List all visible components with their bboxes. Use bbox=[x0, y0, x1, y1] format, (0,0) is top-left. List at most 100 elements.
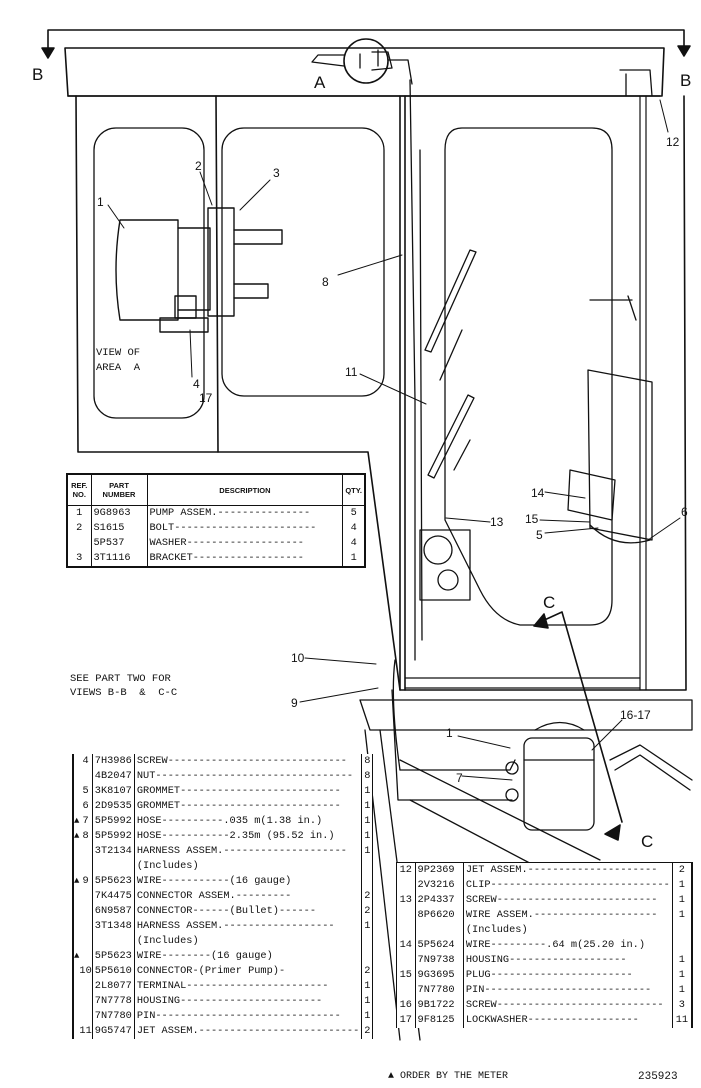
part-number-cell: 5P5992 bbox=[92, 829, 135, 844]
description-cell: HOSE----------.035 m(1.38 in.) bbox=[134, 814, 363, 829]
part-number-cell: 5P5623 bbox=[92, 949, 135, 964]
ref-no-cell bbox=[79, 949, 93, 964]
callout-17: 17 bbox=[199, 391, 213, 405]
part-number-cell: 3K8107 bbox=[92, 784, 135, 799]
part-number-cell: 9P2369 bbox=[415, 862, 464, 878]
callout-4: 4 bbox=[193, 377, 200, 391]
description-cell: HOUSING----------------------- bbox=[134, 994, 363, 1009]
ref-no-cell: 5 bbox=[79, 784, 93, 799]
description-cell: PUMP ASSEM.--------------- bbox=[147, 505, 344, 521]
callout-14: 14 bbox=[531, 486, 545, 500]
description-cell: WIRE---------.64 m(25.20 in.) bbox=[463, 938, 673, 953]
ref-no-cell bbox=[79, 919, 93, 934]
wiper-assembly bbox=[419, 249, 477, 601]
drawing-code: 235923 bbox=[638, 1071, 678, 1083]
description-cell: WIRE ASSEM.-------------------- bbox=[463, 908, 673, 923]
qty-cell bbox=[362, 874, 373, 889]
view-of-area-label: VIEW OF AREA A bbox=[96, 347, 141, 374]
description-cell: LOCKWASHER------------------ bbox=[463, 1013, 673, 1028]
part-number-cell: 3T2134 bbox=[92, 844, 135, 859]
callout-16-17: 16-17 bbox=[620, 708, 651, 722]
ref-no-cell: 2 bbox=[67, 521, 92, 536]
header-ref-no: REF. NO. bbox=[67, 474, 92, 506]
section-line-b bbox=[41, 29, 691, 59]
description-cell: SCREW--------------------------- bbox=[463, 998, 673, 1013]
hose-routing bbox=[391, 79, 516, 801]
part-number-cell: 2L8077 bbox=[92, 979, 135, 994]
part-number-cell: 7H3986 bbox=[92, 754, 135, 769]
qty-cell: 1 bbox=[678, 954, 685, 966]
qty-cell: 4 bbox=[350, 537, 357, 549]
description-cell: TERMINAL----------------------- bbox=[134, 979, 363, 994]
qty-cell: 3 bbox=[678, 999, 685, 1011]
description-cell: (Includes) bbox=[463, 923, 673, 938]
qty-cell: 2 bbox=[364, 890, 371, 902]
qty-cell: 5 bbox=[350, 507, 357, 519]
view-label-a: A bbox=[314, 73, 326, 92]
qty-cell: 1 bbox=[364, 920, 371, 932]
callout-11: 11 bbox=[345, 365, 358, 379]
ref-no-cell bbox=[396, 923, 416, 938]
part-number-cell: 5P5610 bbox=[92, 964, 135, 979]
part-number-cell: 9G5747 bbox=[92, 1024, 135, 1039]
ref-no-cell bbox=[79, 889, 93, 904]
callout-8: 8 bbox=[322, 275, 329, 289]
description-cell: (Includes) bbox=[134, 859, 363, 874]
part-number-cell: 6N9587 bbox=[92, 904, 135, 919]
qty-cell: 4 bbox=[350, 522, 357, 534]
table-row: 2L8077 TERMINAL-----------------------1 bbox=[73, 979, 373, 994]
part-number-cell: 5P5623 bbox=[92, 874, 135, 889]
meter-mark-cell: ▲ bbox=[74, 876, 80, 886]
qty-cell: 8 bbox=[364, 770, 371, 782]
ref-no-cell: 13 bbox=[396, 893, 416, 908]
ref-no-cell: 17 bbox=[396, 1013, 416, 1028]
table-row: 7N7780 PIN------------------------------… bbox=[73, 1009, 373, 1024]
ref-no-cell: 9 bbox=[79, 874, 93, 889]
description-cell: HOSE-----------2.35m (95.52 in.) bbox=[134, 829, 363, 844]
table-row: 6N9587 CONNECTOR------(Bullet)------2 bbox=[73, 904, 373, 919]
meter-mark-cell: ▲ bbox=[74, 816, 80, 826]
part-number-cell: 7N7778 bbox=[92, 994, 135, 1009]
ref-no-cell bbox=[79, 769, 93, 784]
qty-cell bbox=[362, 859, 373, 874]
description-cell: JET ASSEM.-------------------------- bbox=[134, 1024, 363, 1039]
ref-no-cell bbox=[79, 859, 93, 874]
cab-roof bbox=[64, 47, 665, 97]
callout-13: 13 bbox=[490, 515, 504, 529]
ref-no-cell bbox=[396, 878, 416, 893]
qty-cell: 1 bbox=[364, 815, 371, 827]
callout-5: 5 bbox=[536, 528, 543, 542]
part-number-cell bbox=[92, 934, 135, 949]
meter-mark-cell: ▲ bbox=[74, 831, 80, 841]
description-cell: HOUSING------------------- bbox=[463, 953, 673, 968]
part-number-cell: 9G3695 bbox=[415, 968, 464, 983]
description-cell: BOLT----------------------- bbox=[147, 521, 344, 536]
view-label-c-top: C bbox=[543, 593, 556, 612]
description-cell: WIRE-----------(16 gauge) bbox=[134, 874, 363, 889]
ref-no-cell bbox=[79, 904, 93, 919]
ref-no-cell: 14 bbox=[396, 938, 416, 953]
ref-no-cell bbox=[396, 908, 416, 923]
ref-no-cell: 7 bbox=[79, 814, 93, 829]
view-label-c-bottom: C bbox=[641, 832, 654, 851]
part-number-cell: 9G8963 bbox=[91, 505, 148, 521]
leader-lines bbox=[107, 99, 681, 781]
ref-no-cell: 10 bbox=[79, 964, 93, 979]
part-number-cell: 5P537 bbox=[91, 536, 148, 551]
part-number-cell: 5P5992 bbox=[92, 814, 135, 829]
rear-wiper-fixture bbox=[567, 69, 653, 544]
ref-no-cell bbox=[79, 979, 93, 994]
table-row: (Includes) bbox=[73, 934, 373, 949]
